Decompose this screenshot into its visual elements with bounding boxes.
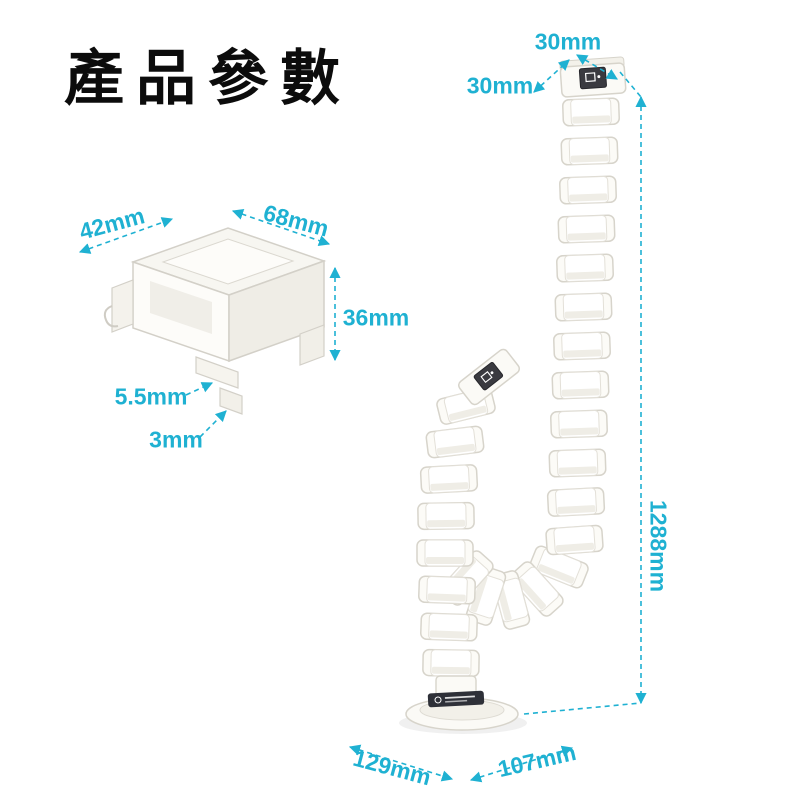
spine-left-column-links <box>416 385 498 678</box>
dim-label-total-length: 1288mm <box>645 499 672 593</box>
dim-label-bracket-side: 30mm <box>466 72 534 99</box>
brand-logo-plate-base <box>427 690 485 708</box>
dimension-lines <box>78 54 647 783</box>
middle-bracket <box>458 348 520 406</box>
brand-logo-plate-middle <box>473 362 504 391</box>
side-hook <box>103 305 119 328</box>
snap-tab <box>219 387 243 415</box>
dim-label-bracket-top: 30mm <box>534 28 602 55</box>
dim-label-flange: 5.5mm <box>114 383 188 410</box>
base-plate <box>399 675 527 734</box>
top-bracket <box>559 56 627 98</box>
dim-label-tab: 3mm <box>149 426 203 453</box>
dim-label-link-height: 36mm <box>342 304 410 331</box>
spine-right-column-links <box>544 97 621 556</box>
flange-lip <box>195 356 239 389</box>
page-title: 產品參數 <box>64 45 352 112</box>
